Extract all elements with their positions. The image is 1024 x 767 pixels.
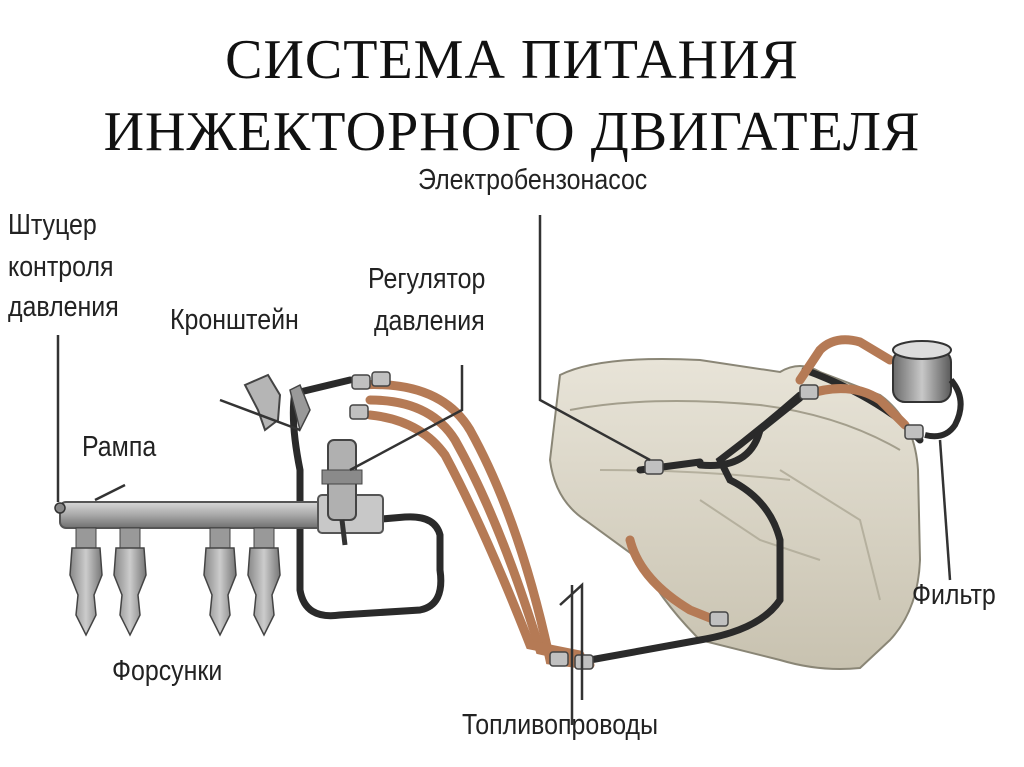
label-pressure-fitting-line-1: Штуцер: [8, 209, 97, 241]
label-fuel-lines: Топливопроводы: [462, 709, 659, 741]
injector-2: [113, 527, 147, 637]
label-filter: Фильтр: [912, 579, 996, 611]
fuel-filter: [892, 340, 964, 440]
label-bracket: Кронштейн: [170, 304, 299, 336]
injector-1: [69, 527, 103, 637]
leader-lines: [56, 215, 952, 725]
label-injectors: Форсунки: [112, 655, 223, 687]
label-fuel-pump: Электробензонасос: [418, 164, 648, 196]
title-line-2: ИНЖЕКТОРНОГО ДВИГАТЕЛЯ: [103, 101, 921, 163]
label-fuel-rail: Рампа: [82, 431, 157, 463]
label-pressure-fitting-line-3: давления: [8, 291, 119, 323]
title-line-1: СИСТЕМА ПИТАНИЯ: [225, 29, 799, 91]
pressure-regulator: [321, 439, 363, 546]
injector-4: [247, 527, 281, 637]
fuel-tank: [548, 358, 922, 670]
line-fittings: [349, 371, 924, 670]
label-regulator-line-2: давления: [374, 305, 485, 337]
label-regulator-line-1: Регулятор: [368, 263, 486, 295]
fuel-injectors: [69, 527, 281, 637]
injector-3: [203, 527, 237, 637]
label-pressure-fitting-line-2: контроля: [8, 251, 114, 283]
bracket: [243, 373, 311, 433]
copper-fuel-lines: [355, 335, 910, 670]
